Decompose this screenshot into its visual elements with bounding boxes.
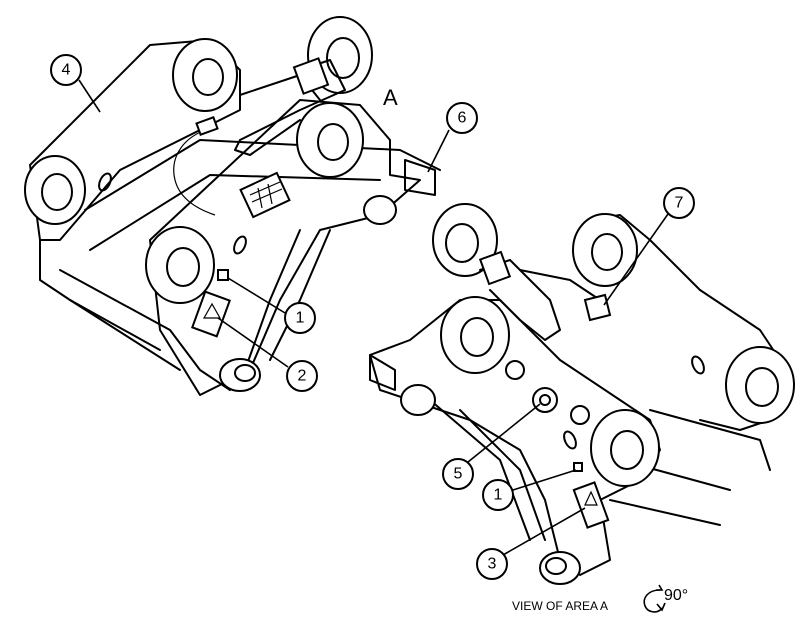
callout-7: 7 [663,187,695,219]
rotation-indicator: 90° [643,584,688,613]
svg-text:3: 3 [488,556,497,573]
svg-text:2: 2 [298,368,307,385]
svg-text:1: 1 [296,310,305,327]
callout-4: 4 [50,54,82,86]
callout-1-left: 1 [284,302,316,334]
area-a-label: A [383,85,398,110]
rotate-arrow-icon [643,589,663,613]
svg-text:5: 5 [454,466,463,483]
rotation-label: 90° [664,587,688,604]
svg-text:7: 7 [675,195,684,212]
callout-2: 2 [286,360,318,392]
callout-5: 5 [442,458,474,490]
callout-3: 3 [476,548,508,580]
callout-1-right: 1 [482,479,514,511]
callouts: 4 6 7 1 2 5 1 [50,54,695,580]
view-caption: VIEW OF AREA A [512,599,608,613]
svg-text:6: 6 [458,110,467,127]
svg-text:1: 1 [494,487,503,504]
svg-text:4: 4 [62,62,71,79]
callout-6: 6 [446,102,478,134]
right-coupler-drawing [369,203,795,585]
left-coupler-drawing [24,16,441,396]
